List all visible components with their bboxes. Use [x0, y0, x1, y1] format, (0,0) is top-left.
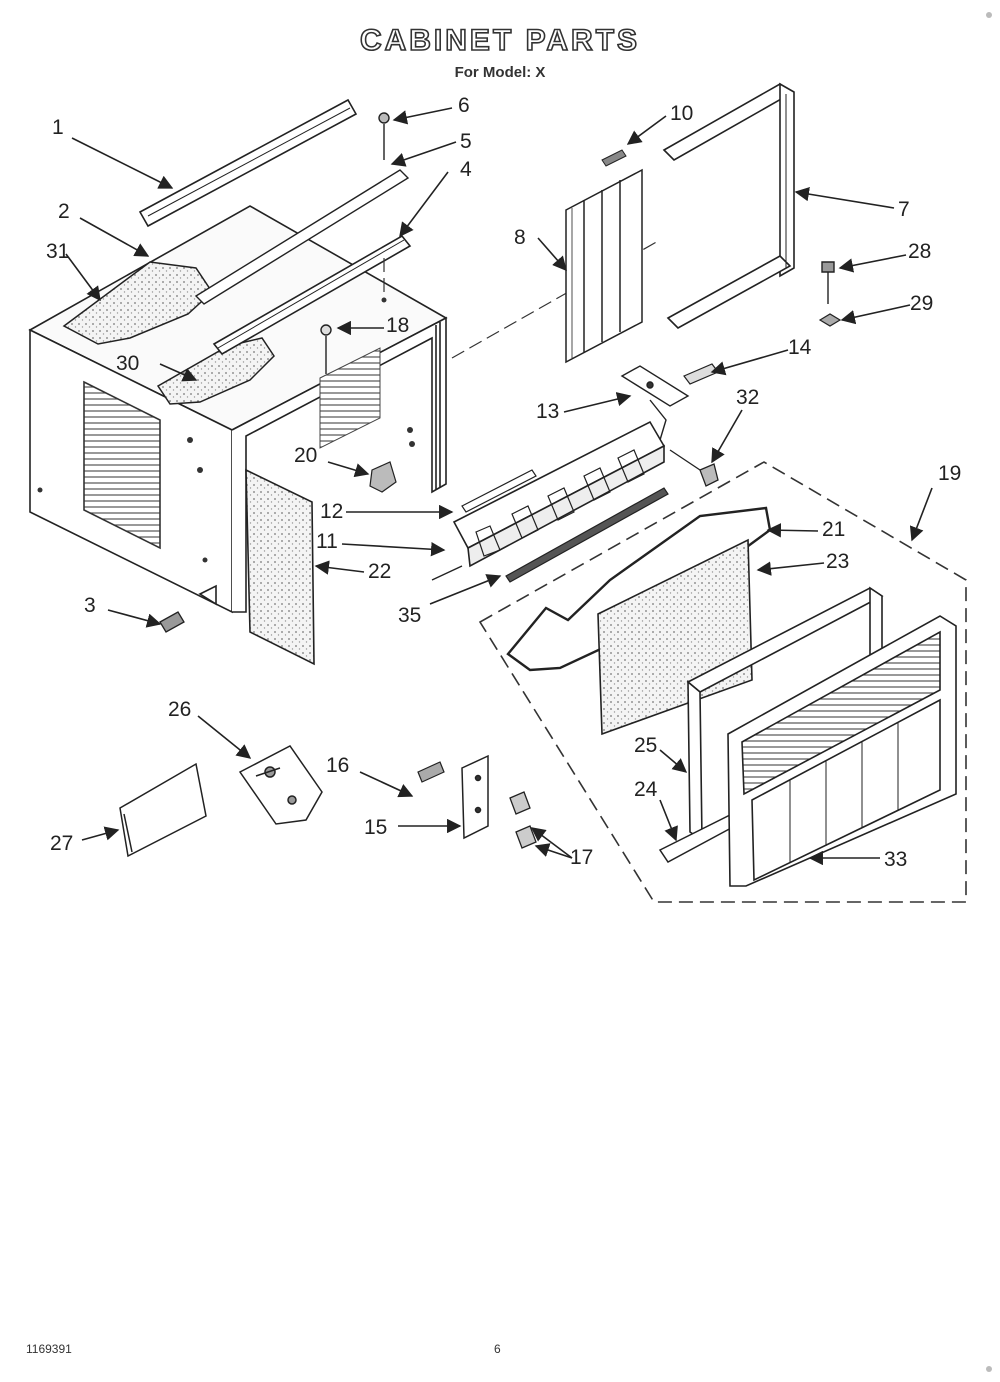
callout-28: 28	[908, 240, 931, 263]
part-15-hinge	[461, 754, 489, 840]
part-3-screw	[159, 611, 185, 633]
callout-14: 14	[788, 336, 812, 359]
page-number: 6	[494, 1342, 501, 1356]
callout-26: 26	[168, 698, 191, 721]
callout-labels: 1 2 3 4 5 6 7 8 10 11 12 13 14 15 16 17 …	[46, 94, 961, 871]
callout-19: 19	[938, 462, 961, 485]
part-33-grille	[727, 615, 957, 887]
callout-3: 3	[84, 594, 96, 617]
part-16-pin	[417, 761, 445, 783]
callout-20: 20	[294, 444, 317, 467]
guide-lines	[383, 239, 661, 359]
part-22-insulation-panel	[245, 468, 315, 666]
part-29-washer	[818, 313, 842, 327]
part-35-rod	[505, 487, 669, 583]
callout-35: 35	[398, 604, 421, 627]
callout-8: 8	[514, 226, 526, 249]
callout-30: 30	[116, 352, 139, 375]
callout-29: 29	[910, 292, 933, 315]
callout-16: 16	[326, 754, 349, 777]
callout-21: 21	[822, 518, 845, 541]
part-10-screw	[601, 149, 627, 167]
callout-10: 10	[670, 102, 693, 125]
callout-18: 18	[386, 314, 409, 337]
part-18-screw	[320, 324, 332, 374]
callout-24: 24	[634, 778, 658, 801]
part-14-latch	[683, 363, 719, 385]
callout-22: 22	[368, 560, 391, 583]
callout-15: 15	[364, 816, 387, 839]
callout-7: 7	[898, 198, 910, 221]
cabinet-wrapper	[28, 205, 448, 614]
callout-32: 32	[736, 386, 759, 409]
part-27-plate	[119, 762, 207, 858]
part-20-clip	[369, 461, 397, 493]
callout-4: 4	[460, 158, 472, 181]
part-13-bracket	[620, 365, 690, 441]
page-title: CABINET PARTS	[359, 23, 641, 58]
model-subtitle: For Model: X	[454, 64, 546, 81]
part-11-louver-assembly	[452, 420, 666, 568]
callout-1: 1	[52, 116, 64, 139]
callout-17: 17	[570, 846, 593, 869]
rod-end	[431, 565, 463, 581]
part-6-screw	[378, 112, 390, 160]
callout-6: 6	[458, 94, 470, 117]
insulation-31	[62, 261, 213, 345]
scan-dot	[986, 12, 992, 18]
front-assembly-boundary	[478, 461, 967, 903]
part-21-filter-frame	[506, 506, 772, 672]
part-23-filter	[597, 538, 753, 736]
callout-2: 2	[58, 200, 70, 223]
scan-dot	[986, 1366, 992, 1372]
part-7-frame	[662, 82, 795, 329]
callout-25: 25	[634, 734, 657, 757]
document-number: 1169391	[26, 1342, 72, 1356]
part-12-rod	[461, 469, 537, 513]
leader-lines	[65, 107, 933, 866]
callout-23: 23	[826, 550, 849, 573]
part-17-fasteners	[509, 791, 537, 849]
callout-5: 5	[460, 130, 472, 153]
callout-12: 12	[320, 500, 343, 523]
callout-31: 31	[46, 240, 69, 263]
part-5-strip	[194, 169, 410, 305]
part-28-screw	[821, 261, 835, 304]
callout-11: 11	[316, 530, 338, 553]
callout-33: 33	[884, 848, 907, 871]
callout-27: 27	[50, 832, 73, 855]
part-26-bracket	[238, 745, 323, 825]
part-32-screw	[669, 449, 719, 487]
part-8-panel	[565, 168, 643, 364]
callout-13: 13	[536, 400, 559, 423]
